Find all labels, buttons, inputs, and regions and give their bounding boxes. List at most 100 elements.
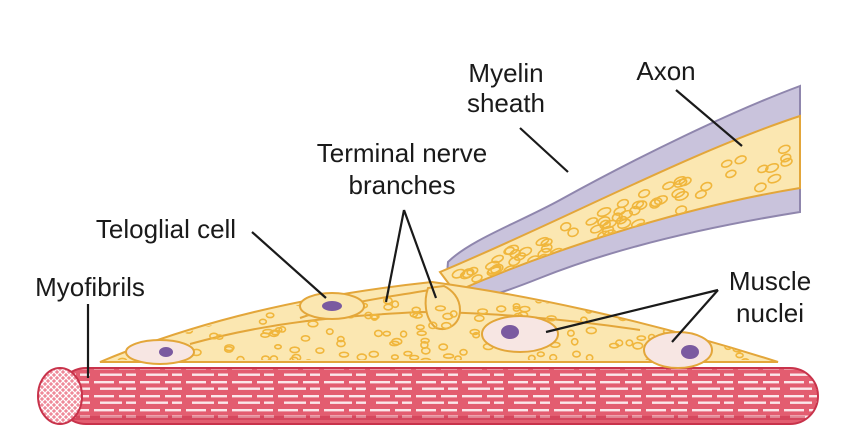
- vesicle: [336, 335, 345, 343]
- vesicle: [567, 227, 579, 238]
- vesicle: [221, 296, 233, 305]
- vesicle: [721, 315, 734, 323]
- muscle-fiber: [37, 367, 819, 425]
- vesicle: [617, 218, 632, 229]
- vesicle: [265, 312, 275, 319]
- vesicle: [777, 144, 791, 155]
- vesicle: [260, 355, 270, 360]
- vesicle: [258, 318, 268, 325]
- vesicle: [117, 357, 128, 360]
- label-myofibrils: Myofibrils: [35, 272, 145, 302]
- vesicle: [740, 358, 750, 360]
- vesicle: [124, 312, 133, 319]
- muscle-nucleus-right: [643, 331, 713, 369]
- vesicle: [369, 313, 380, 320]
- vesicle: [356, 353, 368, 360]
- vesicle: [391, 300, 400, 309]
- teloglial-cell: [299, 292, 365, 320]
- vesicle: [382, 330, 392, 337]
- vesicle: [278, 325, 287, 333]
- vesicle: [477, 308, 489, 315]
- teloglial-cell-nucleus: [322, 301, 342, 311]
- vesicle: [420, 357, 432, 360]
- vesicle: [512, 305, 521, 312]
- vesicle: [490, 263, 504, 274]
- vesicle: [420, 337, 430, 344]
- vesicle: [202, 313, 214, 319]
- vesicle: [161, 310, 170, 318]
- vesicle: [734, 155, 747, 165]
- vesicle: [513, 252, 527, 261]
- vesicle: [767, 173, 782, 184]
- vesicle: [473, 314, 485, 322]
- vesicle: [632, 341, 644, 350]
- label-muscle-nuclei-line2: nuclei: [736, 298, 804, 328]
- vesicle: [416, 330, 427, 337]
- vesicle: [472, 331, 481, 339]
- vesicle: [637, 189, 651, 199]
- vesicle: [262, 328, 274, 335]
- vesicle: [442, 353, 455, 359]
- vesicle: [151, 312, 162, 320]
- vesicle: [409, 310, 419, 318]
- vesicle: [188, 316, 197, 324]
- vesicle: [438, 343, 449, 351]
- vesicle: [442, 312, 454, 320]
- muscle-fiber-cut-end: [37, 367, 83, 425]
- vesicle: [649, 198, 661, 209]
- vesicle: [621, 298, 632, 305]
- vesicle: [765, 162, 780, 174]
- leader-muscle-nuclei-1: [545, 288, 719, 334]
- vesicle: [434, 305, 447, 312]
- label-muscle-nuclei-line1: Muscle: [729, 266, 811, 296]
- vesicle: [389, 340, 400, 347]
- leader-muscle-nuclei-2: [671, 289, 719, 343]
- vesicle: [236, 355, 245, 360]
- vesicle: [210, 306, 220, 314]
- vesicle: [512, 303, 521, 310]
- vesicle: [650, 197, 663, 208]
- vesicle: [671, 188, 686, 199]
- vesicle: [403, 350, 413, 357]
- vesicle: [536, 351, 545, 358]
- label-axon: Axon: [636, 56, 695, 86]
- vesicle: [780, 153, 792, 163]
- vesicle: [597, 216, 611, 227]
- muscle-nucleus-left: [125, 339, 195, 365]
- vesicle: [204, 314, 215, 323]
- vesicle: [304, 359, 313, 360]
- vesicle: [469, 328, 481, 336]
- vesicle: [215, 334, 224, 340]
- vesicle: [496, 305, 507, 313]
- vesicle: [639, 312, 651, 319]
- axon-vesicles: [451, 144, 793, 283]
- vesicle: [307, 320, 319, 328]
- vesicle: [684, 325, 694, 332]
- vesicle: [471, 274, 483, 283]
- vesicle: [682, 299, 693, 306]
- vesicle: [636, 335, 647, 341]
- label-myelin-sheath-line2: sheath: [467, 88, 545, 118]
- vesicle: [754, 182, 767, 193]
- vesicle: [735, 352, 744, 359]
- vesicle: [548, 353, 558, 360]
- vesicle: [122, 318, 133, 324]
- leader-terminal-branch-2: [402, 209, 438, 299]
- vesicle: [566, 329, 575, 337]
- vesicle: [115, 327, 125, 334]
- vesicle: [504, 244, 520, 256]
- vesicle: [415, 324, 425, 331]
- vesicle: [133, 331, 145, 339]
- vesicle: [130, 318, 141, 325]
- vesicle: [336, 339, 346, 348]
- vesicle: [540, 238, 553, 248]
- vesicle: [674, 190, 689, 201]
- vesicle: [315, 347, 325, 354]
- vesicle: [118, 332, 129, 340]
- vesicle: [338, 351, 350, 358]
- vesicle: [491, 254, 504, 264]
- vesicle: [168, 305, 177, 313]
- label-myelin-sheath-line1: Myelin: [468, 58, 543, 88]
- leader-axon: [675, 89, 743, 147]
